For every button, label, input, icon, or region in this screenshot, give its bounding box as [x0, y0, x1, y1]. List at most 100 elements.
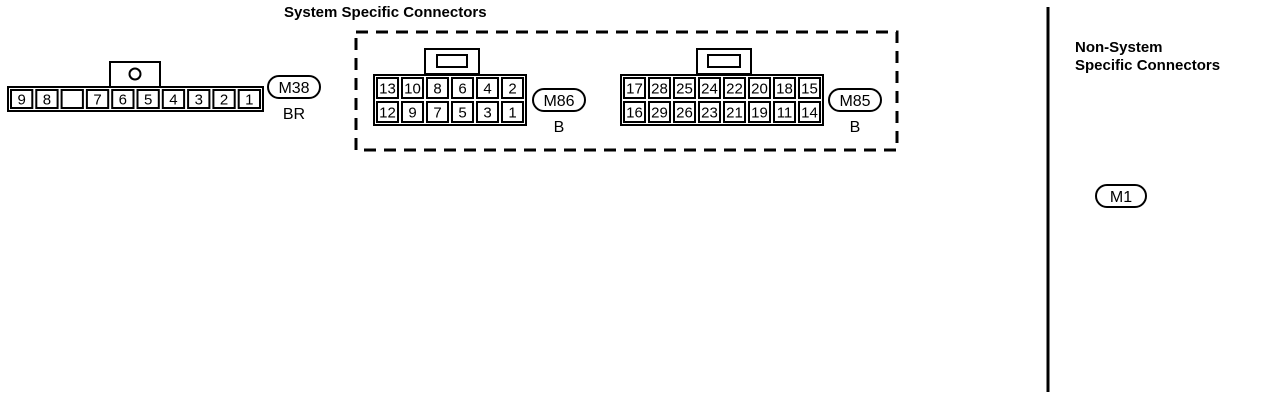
connector-m86-color: B [554, 119, 565, 136]
m38-cavity [187, 89, 211, 109]
non-system-heading-line2: Specific Connectors [1075, 57, 1221, 74]
system-connectors-boundary [354, 30, 899, 152]
m85-top-cavity [748, 77, 771, 99]
m85-top-pin-label: 17 [626, 81, 643, 98]
connector-m86-id-badge [532, 88, 586, 112]
m85-bottom-pin-label: 29 [651, 105, 668, 122]
connector-m38-latch-hole [128, 67, 142, 81]
m86-top-pin-label: 13 [379, 81, 396, 98]
m85-bottom-cavity [773, 101, 796, 123]
m38-pin-label: 8 [43, 92, 51, 109]
m86-bottom-cavity [376, 101, 399, 123]
m86-bottom-pin-label: 7 [433, 105, 441, 122]
m38-cavity [237, 89, 261, 109]
m38-pin-label: 3 [195, 92, 203, 109]
m85-bottom-pin-label: 19 [751, 105, 768, 122]
m86-bottom-cavity [476, 101, 499, 123]
m86-top-cavity [401, 77, 424, 99]
m86-top-pin-label: 2 [508, 81, 516, 98]
m85-top-cavity [723, 77, 746, 99]
m86-top-cavity [476, 77, 499, 99]
connector-m85-latch-slot [707, 54, 741, 68]
m85-top-pin-label: 28 [651, 81, 668, 98]
m38-pin-label: 5 [144, 92, 152, 109]
m86-top-pin-label: 8 [433, 81, 441, 98]
m85-top-pin-label: 18 [776, 81, 793, 98]
m38-cavity [85, 89, 110, 109]
connector-m85-color: B [850, 119, 861, 136]
m85-top-cavity [798, 77, 821, 99]
m85-bottom-pin-label: 23 [701, 105, 718, 122]
connector-m1-id-badge [1095, 184, 1147, 208]
m38-pin-label: 6 [119, 92, 127, 109]
m86-bottom-pin-label: 5 [458, 105, 466, 122]
connector-m85-pins: 17 28 25 24 22 20 18 15 16 29 26 23 21 19 11 14 [623, 77, 821, 123]
connector-m38-id: M38 [278, 80, 309, 97]
m85-top-cavity [673, 77, 696, 99]
connector-m38-id-badge [267, 75, 321, 99]
m38-cavity [10, 89, 34, 109]
m86-top-cavity [501, 77, 524, 99]
m86-bottom-pin-label: 3 [483, 105, 491, 122]
m85-bottom-cavity [748, 101, 771, 123]
m38-cavity [35, 89, 59, 109]
m38-pin-label: 4 [169, 92, 177, 109]
connector-m85: 17 28 25 24 22 20 18 15 16 29 26 23 21 19 11 14 M85 B [620, 48, 882, 136]
m38-cavity [212, 89, 236, 109]
connector-m85-id: M85 [839, 93, 870, 110]
m85-bottom-pin-label: 21 [726, 105, 743, 122]
m86-top-pin-label: 4 [483, 81, 491, 98]
m38-cavity [60, 89, 84, 109]
connector-m86-id: M86 [543, 93, 574, 110]
connector-m86-body [373, 74, 527, 126]
m86-bottom-pin-label: 1 [508, 105, 516, 122]
m85-top-pin-label: 24 [701, 81, 718, 98]
m38-pin-label: 2 [220, 92, 228, 109]
m85-bottom-cavity [723, 101, 746, 123]
m85-bottom-cavity [648, 101, 671, 123]
m38-pin-label: 1 [245, 92, 253, 109]
non-system-heading: Non-System Specific Connectors [1075, 39, 1220, 75]
m86-top-cavity [426, 77, 449, 99]
m86-top-cavity [451, 77, 474, 99]
m38-cavity [136, 89, 160, 109]
m85-top-pin-label: 22 [726, 81, 743, 98]
m38-cavity [161, 89, 186, 109]
m86-top-cavity [376, 77, 399, 99]
m85-top-pin-label: 15 [801, 81, 818, 98]
connector-m85-id-badge [828, 88, 882, 112]
m85-top-pin-label: 20 [751, 81, 768, 98]
system-specific-heading: System Specific Connectors [284, 4, 487, 21]
m86-top-pin-label: 10 [404, 81, 421, 98]
m85-top-cavity [698, 77, 721, 99]
m38-cavity [111, 89, 135, 109]
m85-bottom-cavity [673, 101, 696, 123]
m85-bottom-cavity [623, 101, 646, 123]
m86-bottom-cavity [501, 101, 524, 123]
m86-top-pin-label: 6 [458, 81, 466, 98]
m86-bottom-pin-label: 12 [379, 105, 396, 122]
m85-bottom-pin-label: 11 [777, 105, 793, 122]
m86-bottom-cavity [401, 101, 424, 123]
m85-top-cavity [623, 77, 646, 99]
m85-bottom-pin-label: 16 [626, 105, 643, 122]
connector-m1-id: M1 [1110, 189, 1132, 206]
m38-pin-label: 7 [93, 92, 101, 109]
connector-m86-latch [424, 48, 480, 75]
connector-m38-color: BR [283, 106, 305, 123]
connector-m86-latch-slot [436, 54, 468, 68]
m86-bottom-cavity [451, 101, 474, 123]
m86-bottom-pin-label: 9 [408, 105, 416, 122]
m38-pin-label: 9 [17, 92, 25, 109]
m86-bottom-cavity [426, 101, 449, 123]
non-system-heading-line1: Non-System [1075, 39, 1163, 56]
m85-top-cavity [773, 77, 796, 99]
m85-bottom-pin-label: 14 [801, 105, 818, 122]
m85-bottom-pin-label: 26 [676, 105, 693, 122]
m85-top-pin-label: 25 [676, 81, 693, 98]
